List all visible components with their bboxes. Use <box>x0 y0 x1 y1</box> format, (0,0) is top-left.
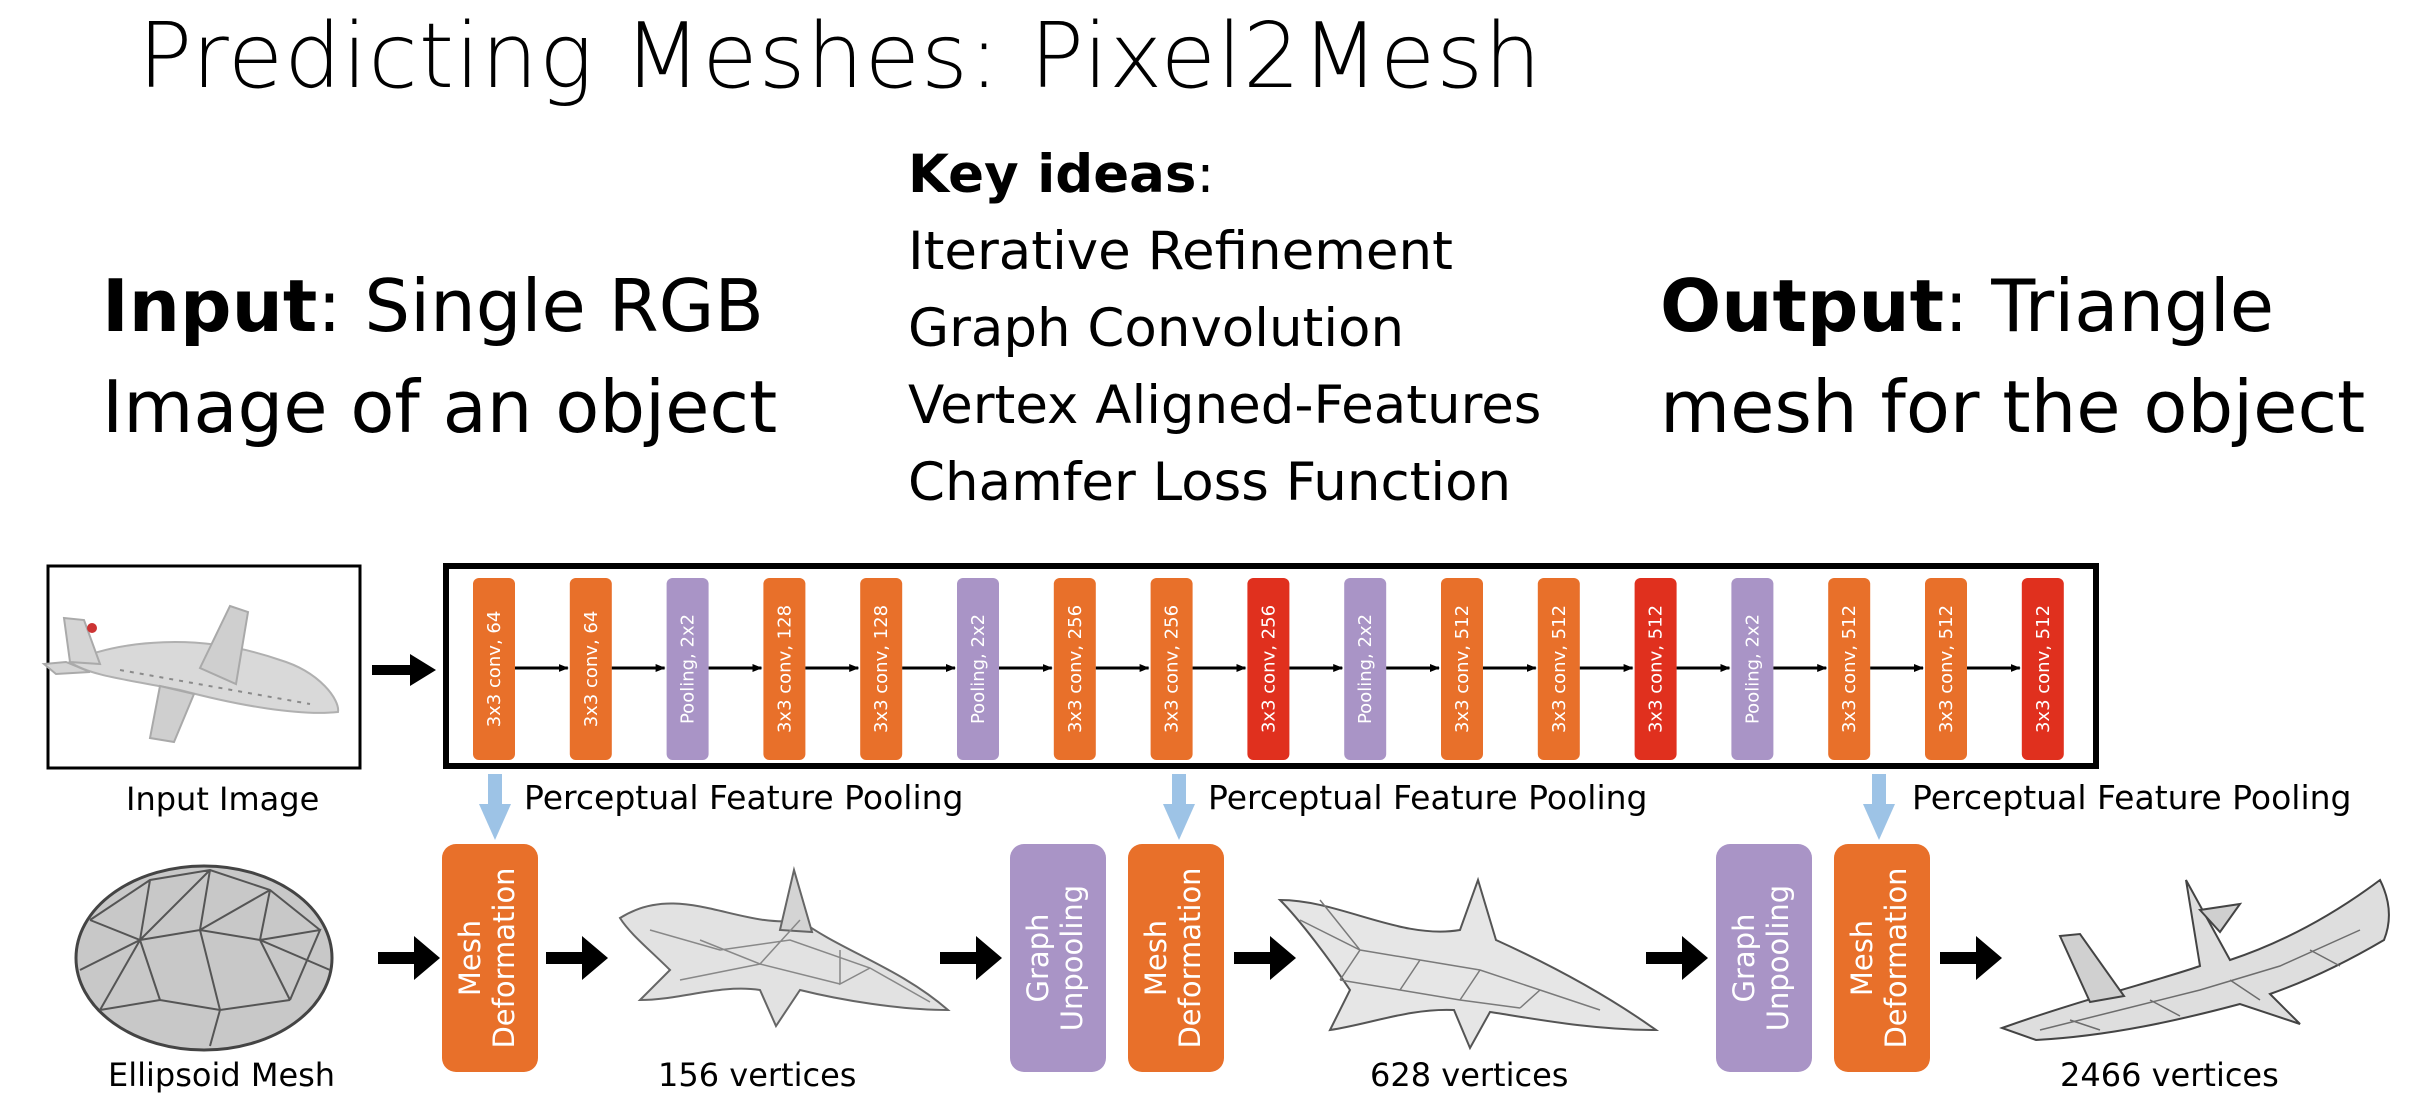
mesh-deformation-label-line2: Deformation <box>1879 867 1913 1048</box>
key-idea-item: Iterative Refinement <box>908 221 1453 282</box>
pooling-layer: Pooling, 2x2 <box>957 578 999 760</box>
input-image-label: Input Image <box>126 780 320 818</box>
pooling-layer: Pooling, 2x2 <box>1731 578 1774 760</box>
conv-layer: 3x3 conv, 64 <box>473 578 515 760</box>
mesh-deformation-label-line2: Deformation <box>1173 867 1207 1048</box>
conv-layer: 3x3 conv, 512 <box>1441 578 1483 760</box>
layer-label: 3x3 conv, 512 <box>1549 605 1570 733</box>
perceptual-feature-pooling-label: Perceptual Feature Pooling <box>524 778 964 817</box>
conv-layer: 3x3 conv, 128 <box>763 578 806 760</box>
arrow-icon <box>940 936 1002 980</box>
vertices-count-label: 156 vertices <box>658 1056 857 1094</box>
arrow-icon <box>1940 936 2002 980</box>
output-line1: : Triangle <box>1944 264 2275 348</box>
graph-unpooling-label-line2: Unpooling <box>1055 885 1089 1031</box>
graph-unpooling-label-line1: Graph <box>1727 914 1761 1003</box>
graph-unpooling-box: Graph Unpooling <box>1010 844 1106 1072</box>
input-heading: Input <box>102 264 318 348</box>
layer-label: Pooling, 2x2 <box>678 614 699 724</box>
conv-layer: 3x3 conv, 512 <box>1634 578 1677 760</box>
arrow-icon <box>479 774 511 840</box>
conv-layer: 3x3 conv, 128 <box>860 578 903 760</box>
key-idea-item: Graph Convolution <box>908 298 1405 359</box>
layer-label: Pooling, 2x2 <box>968 614 989 724</box>
layer-label: 3x3 conv, 256 <box>1258 605 1279 733</box>
layer-label: 3x3 conv, 512 <box>2033 605 2054 733</box>
layer-label: Pooling, 2x2 <box>1742 614 1763 724</box>
perceptual-feature-pooling-label: Perceptual Feature Pooling <box>1208 778 1648 817</box>
mesh-deformation-box: Mesh Deformation <box>1128 844 1224 1072</box>
pooling-layer: Pooling, 2x2 <box>1344 578 1387 760</box>
ellipsoid-mesh-label: Ellipsoid Mesh <box>108 1056 336 1094</box>
layer-label: 3x3 conv, 128 <box>774 605 795 733</box>
arrow-icon <box>1163 774 1195 840</box>
layer-label: 3x3 conv, 256 <box>1162 605 1183 733</box>
vertices-count-label: 2466 vertices <box>2060 1056 2279 1094</box>
perceptual-feature-pooling-label: Perceptual Feature Pooling <box>1912 778 2352 817</box>
layer-label: 3x3 conv, 64 <box>484 611 505 728</box>
arrow-icon <box>1863 774 1895 840</box>
conv-layer: 3x3 conv, 512 <box>1828 578 1871 760</box>
key-ideas-colon: : <box>1196 144 1215 205</box>
output-line2: mesh for the object <box>1660 365 2366 449</box>
key-ideas-heading: Key ideas <box>908 144 1197 205</box>
mesh-deformation-label-line1: Mesh <box>1139 920 1173 996</box>
airplane-image <box>41 604 340 744</box>
layer-label: 3x3 conv, 512 <box>1839 605 1860 733</box>
input-line1: : Single RGB <box>317 264 764 348</box>
conv-layer: 3x3 conv, 512 <box>1537 578 1580 760</box>
layer-label: 3x3 conv, 512 <box>1646 605 1667 733</box>
key-idea-item: Chamfer Loss Function <box>908 452 1512 513</box>
output-heading: Output <box>1660 264 1945 348</box>
graph-unpooling-box: Graph Unpooling <box>1716 844 1812 1072</box>
mesh-deformation-box: Mesh Deformation <box>442 844 538 1072</box>
arrow-icon <box>546 936 608 980</box>
layer-label: 3x3 conv, 64 <box>581 611 602 728</box>
layer-label: 3x3 conv, 256 <box>1065 605 1086 733</box>
graph-unpooling-label-line1: Graph <box>1021 914 1055 1003</box>
mesh-deformation-label-line1: Mesh <box>1845 920 1879 996</box>
layer-label: 3x3 conv, 512 <box>1452 605 1473 733</box>
ellipsoid-mesh-image <box>74 864 334 1052</box>
output-description: Output: Triangle mesh for the object <box>1660 256 2365 458</box>
layer-label: Pooling, 2x2 <box>1355 614 1376 724</box>
conv-layer: 3x3 conv, 64 <box>569 578 612 760</box>
mesh-deformation-label-line1: Mesh <box>453 920 487 996</box>
input-line2: Image of an object <box>102 365 778 449</box>
mesh-2466-vertices-image <box>1999 878 2390 1042</box>
mesh-deformation-box: Mesh Deformation <box>1834 844 1930 1072</box>
mesh-deformation-label-line2: Deformation <box>487 867 521 1048</box>
input-description: Input: Single RGB Image of an object <box>102 256 777 458</box>
conv-layer: 3x3 conv, 256 <box>1150 578 1193 760</box>
key-idea-item: Vertex Aligned-Features <box>908 375 1542 436</box>
layer-label: 3x3 conv, 128 <box>871 605 892 733</box>
arrow-icon <box>1646 936 1708 980</box>
key-ideas: Key ideas: Iterative Refinement Graph Co… <box>908 136 1541 521</box>
mesh-628-vertices-image <box>1277 876 1660 1051</box>
arrow-icon <box>1234 936 1296 980</box>
mesh-156-vertices-image <box>618 866 951 1029</box>
layer-label: 3x3 conv, 512 <box>1936 605 1957 733</box>
conv-layer: 3x3 conv, 256 <box>1053 578 1096 760</box>
conv-layer: 3x3 conv, 512 <box>2021 578 2064 760</box>
arrow-icon <box>378 936 440 980</box>
vertices-count-label: 628 vertices <box>1370 1056 1569 1094</box>
cnn-layers: 3x3 conv, 64 3x3 conv, 64 Pooling, 2x2 3x3 … <box>473 578 2064 760</box>
page-title: Predicting Meshes: Pixel2Mesh <box>138 4 1543 109</box>
conv-layer: 3x3 conv, 256 <box>1247 578 1290 760</box>
conv-layer: 3x3 conv, 512 <box>1925 578 1967 760</box>
graph-unpooling-label-line2: Unpooling <box>1761 885 1795 1031</box>
pooling-layer: Pooling, 2x2 <box>666 578 709 760</box>
